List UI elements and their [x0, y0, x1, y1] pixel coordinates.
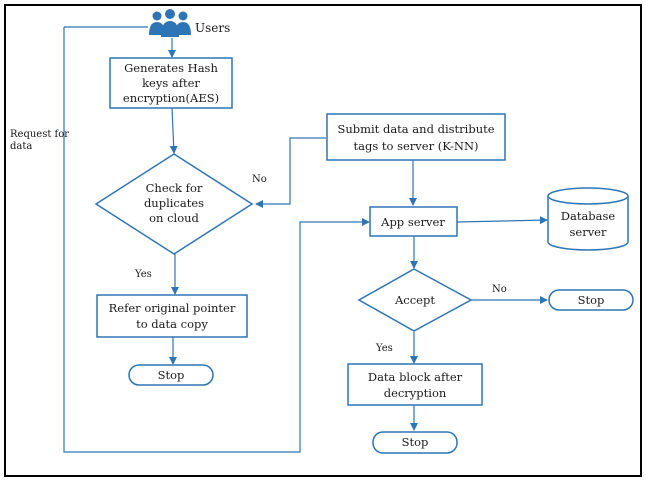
edge-submit-check: [255, 137, 326, 208]
node-stop-left: [128, 364, 214, 386]
database-line-2: server: [569, 225, 607, 239]
stop-right-label: Stop: [578, 293, 605, 307]
node-stop-bottom: [372, 431, 458, 454]
refer-line-2: to data copy: [136, 317, 208, 331]
edge-label-no-check: No: [252, 174, 267, 185]
edge-label-request-1: Request for: [10, 129, 69, 140]
node-check: [94, 153, 254, 255]
node-app-server: [369, 206, 458, 237]
submit-line-1: Submit data and distribute: [337, 122, 494, 136]
edge-label-yes-check: Yes: [134, 269, 152, 280]
edge-label-no-accept: No: [492, 284, 507, 295]
database-line-1: Database: [561, 209, 616, 223]
check-line-3: on cloud: [149, 211, 199, 225]
app-server-label: App server: [380, 215, 445, 229]
accept-label: Accept: [394, 293, 435, 307]
decrypt-line-2: decryption: [384, 386, 447, 400]
edges: [63, 26, 548, 453]
edge-label-yes-accept: Yes: [375, 343, 393, 354]
refer-line-1: Refer original pointer: [109, 301, 236, 315]
stop-left-label: Stop: [158, 368, 185, 382]
hash-line-3: encryption(AES): [123, 91, 219, 105]
hash-line-2: keys after: [142, 76, 200, 90]
hash-line-1: Generates Hash: [124, 61, 218, 75]
submit-line-2: tags to server (K-NN): [354, 139, 479, 153]
node-database: [547, 187, 629, 251]
node-hash: [109, 57, 233, 109]
node-refer: [96, 294, 248, 338]
edge-app-database: [456, 216, 548, 225]
stop-bottom-label: Stop: [402, 435, 429, 449]
edge-hash-check: [169, 107, 178, 154]
decrypt-line-1: Data block after: [368, 370, 463, 384]
check-line-1: Check for: [146, 181, 203, 195]
diagram-frame: [4, 4, 642, 477]
node-submit: [326, 113, 506, 161]
users-icon: [149, 9, 191, 37]
edge-label-request-2: data: [10, 141, 32, 152]
node-stop-right: [548, 289, 634, 311]
check-line-2: duplicates: [144, 196, 204, 210]
edge-request-loop: [63, 27, 370, 453]
node-decrypt: [347, 363, 483, 406]
node-accept: [357, 268, 473, 332]
users-label: Users: [195, 21, 230, 35]
